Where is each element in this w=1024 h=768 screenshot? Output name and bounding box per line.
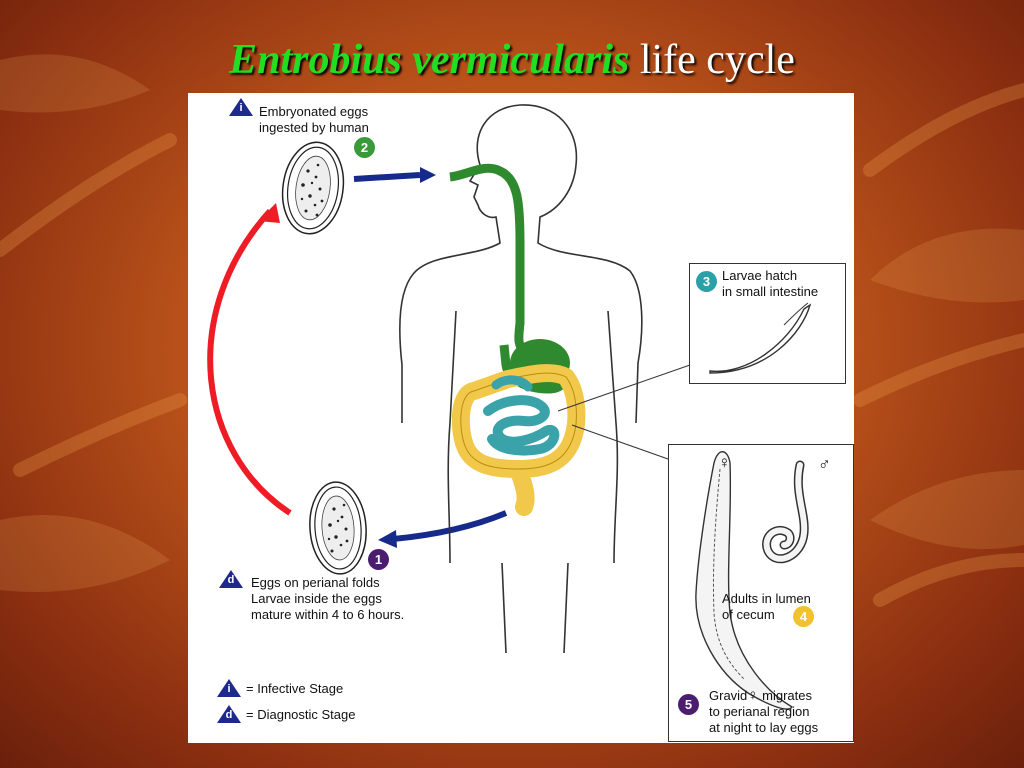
ingestion-arrow [353,172,421,182]
female-symbol: ♀ [718,453,731,472]
callout-line-adults [571,424,669,460]
step-badge-2: 2 [354,137,375,158]
gravid-label-word: Gravid [709,688,748,703]
ingested-label-line1: Embryonated eggs [259,104,369,119]
legend-infective-letter: i [227,683,231,695]
background-leaf-vein [863,83,1024,177]
step-badge-1: 1 [368,549,389,570]
slide-title: Entrobius vermicularis life cycle [0,36,1024,84]
egg-deposit-arrowhead [378,530,397,548]
step-badge-5: 5 [678,694,699,715]
callout-line-larvae [557,364,691,412]
background-leaf-vein [13,393,187,477]
gravid-label-line3: at night to lay eggs [709,720,819,735]
cycle-arrow-arc [207,208,292,516]
background-leaf [870,470,1024,550]
diagnostic-stage-marker: d [218,569,244,589]
egg-ingested [281,141,345,235]
larvae-label-line1: Larvae hatch [722,268,798,283]
adults-label-line1: Adults in lumen [722,591,811,606]
ingested-label-line2: ingested by human [259,120,369,135]
adults-label-line2: of cecum [722,607,775,622]
legend-diagnostic-letter: d [225,709,233,721]
infective-stage-marker: i [228,97,254,117]
diagnostic-stage-letter: d [227,574,235,586]
small-intestine [483,395,560,456]
colon-outline [460,372,577,470]
gravid-label-line2: to perianal region [709,704,810,719]
cycle-arrowhead [258,203,280,223]
background-leaf [0,54,150,113]
legend-infective-marker: i [216,678,242,698]
background-leaf-vein [853,333,1024,407]
perianal-label-line3: mature within 4 to 6 hours. [251,607,405,622]
life-cycle-diagram: i Embryonated eggs ingested by human 2 3… [188,93,854,743]
ingestion-arrowhead [420,167,436,183]
step-badge-4: 4 [793,606,814,627]
legend-diagnostic-marker: d [216,704,242,724]
title-species-name: Entrobius vermicularis [229,37,630,83]
egg-perianal [309,481,367,575]
legend-infective-text: = Infective Stage [246,681,344,696]
duodenum [491,375,533,392]
perianal-label-line1: Eggs on perianal folds [251,575,380,590]
step-badge-3: 3 [696,271,717,292]
background-leaf [0,515,170,592]
egg-deposit-arrow [392,510,508,542]
human-body-outline [399,104,643,654]
gravid-label-line1: Gravid♀ migrates [709,688,812,704]
background-leaf-vein [873,553,1024,607]
title-rest: life cycle [629,37,795,83]
infective-stage-letter: i [239,102,243,114]
larvae-label-line2: in small intestine [722,284,819,299]
perianal-label-line2: Larvae inside the eggs [251,591,382,606]
gravid-female-symbol: ♀ [747,687,759,704]
legend-diagnostic-text: = Diagnostic Stage [246,707,356,722]
background-leaf-vein [0,133,177,257]
gravid-label-rest: migrates [758,688,813,703]
background-leaf [870,228,1024,303]
male-symbol: ♂ [818,455,831,474]
